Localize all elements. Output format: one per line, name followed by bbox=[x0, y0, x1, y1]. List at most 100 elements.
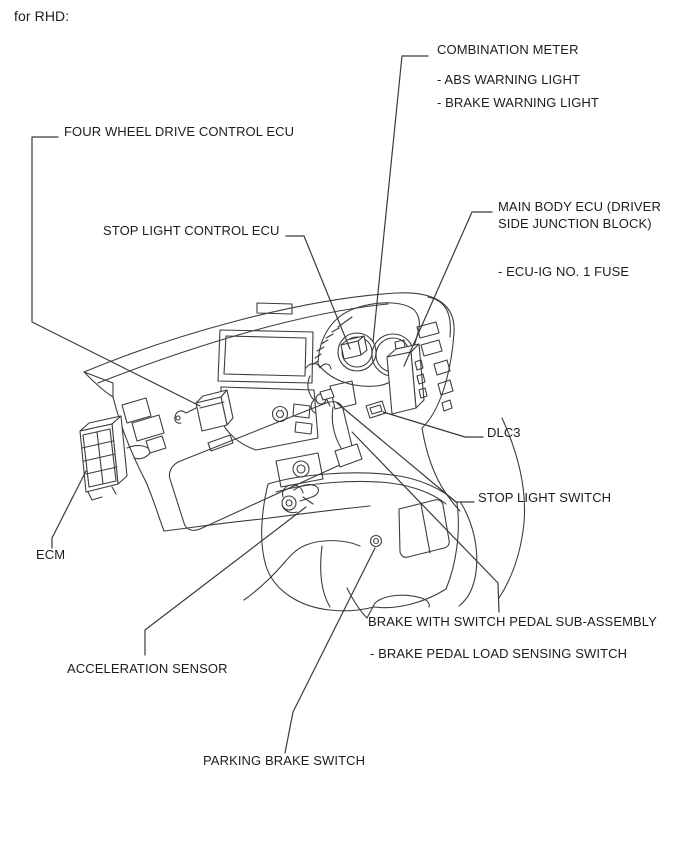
junction-block-front-face bbox=[387, 352, 416, 414]
pedal-pad bbox=[335, 444, 362, 467]
stack-screen bbox=[224, 336, 306, 376]
left-vent bbox=[122, 398, 151, 423]
cupholder bbox=[399, 500, 449, 558]
switch-body bbox=[320, 389, 334, 400]
variant-note: for RHD: bbox=[14, 8, 70, 24]
leader-ecm bbox=[52, 471, 86, 548]
ecm-grid-lines bbox=[82, 432, 117, 484]
label-brake-pedal-load-sensing-switch: - BRAKE PEDAL LOAD SENSING SWITCH bbox=[370, 646, 628, 661]
ecm-drawing bbox=[80, 416, 166, 500]
label-abs-warning-light: - ABS WARNING LIGHT bbox=[437, 72, 580, 87]
label-main-body-ecu: MAIN BODY ECU (DRIVER SIDE JUNCTION BLOC… bbox=[498, 199, 661, 231]
seat-front-edge bbox=[459, 503, 477, 606]
sensor-body bbox=[282, 496, 296, 510]
sensor-body-inner bbox=[286, 500, 292, 506]
fwd-ecu-front-face bbox=[196, 397, 227, 431]
dash-lower-edge bbox=[164, 506, 370, 531]
stop-light-control-ecu-drawing bbox=[341, 336, 367, 359]
door-edge bbox=[499, 418, 525, 598]
right-cap-vent-2 bbox=[438, 380, 453, 395]
dlc3-inner bbox=[370, 405, 382, 414]
stack-button-2 bbox=[295, 422, 312, 434]
sensor-bracket bbox=[282, 497, 313, 513]
label-dlc3: DLC3 bbox=[487, 425, 521, 440]
label-acceleration-sensor: ACCELERATION SENSOR bbox=[67, 661, 228, 676]
accelerator-pedal-sketch bbox=[347, 588, 429, 618]
slc-ecu-front-face bbox=[341, 341, 361, 359]
cluster-hood bbox=[318, 303, 419, 364]
stack-knob-inner bbox=[277, 411, 284, 418]
dash-left-tip bbox=[84, 372, 113, 397]
leader-four-wheel-drive-control-ecu bbox=[32, 137, 200, 406]
leader-lines bbox=[32, 56, 499, 753]
label-brake-with-switch-pedal-sub-assembly: BRAKE WITH SWITCH PEDAL SUB-ASSEMBLY bbox=[368, 614, 657, 629]
harness-scribble bbox=[306, 364, 331, 414]
label-four-wheel-drive-control-ecu: FOUR WHEEL DRIVE CONTROL ECU bbox=[64, 124, 295, 139]
console-front-crease bbox=[321, 546, 330, 607]
leader-parking-brake-switch bbox=[285, 548, 375, 753]
leader-main-body-ecu bbox=[404, 212, 492, 366]
pedal-arm bbox=[332, 407, 341, 448]
four-wheel-drive-control-ecu-drawing bbox=[175, 390, 233, 431]
junction-block-fuses bbox=[415, 360, 427, 398]
heater-knob-inner bbox=[297, 465, 305, 473]
glove-box-handle bbox=[208, 435, 233, 451]
right-dash-vent-2 bbox=[421, 340, 442, 356]
label-combination-meter: COMBINATION METER bbox=[437, 42, 579, 57]
dash-top-inner-edge bbox=[98, 304, 388, 383]
console-left-front bbox=[262, 484, 374, 611]
dash-right-lower-edge bbox=[422, 428, 460, 511]
console-top-edge bbox=[268, 473, 457, 503]
cupholder-divider bbox=[421, 504, 430, 553]
dash-top-edge bbox=[84, 293, 454, 428]
dlc3-body bbox=[366, 401, 386, 418]
acceleration-sensor-drawing bbox=[282, 485, 318, 513]
label-ecm: ECM bbox=[36, 547, 66, 562]
left-vent-2 bbox=[132, 415, 164, 441]
fwd-ecu-bracket bbox=[175, 408, 196, 423]
hood-hatching bbox=[312, 317, 352, 365]
leader-brake-with-switch-pedal bbox=[352, 432, 499, 612]
console-bottom-edge bbox=[374, 589, 446, 608]
stack-screen-bezel bbox=[218, 330, 313, 383]
steering-column bbox=[330, 381, 356, 409]
label-brake-warning-light: - BRAKE WARNING LIGHT bbox=[437, 95, 599, 110]
label-stop-light-control-ecu: STOP LIGHT CONTROL ECU bbox=[103, 223, 280, 238]
right-cap-vent bbox=[434, 360, 450, 375]
sensor-lever bbox=[294, 485, 318, 501]
console-right-edge bbox=[446, 503, 458, 589]
stack-lower-panel bbox=[221, 387, 318, 450]
switch-stem bbox=[327, 400, 330, 406]
leader-acceleration-sensor bbox=[145, 507, 306, 655]
heater-knob bbox=[293, 461, 309, 477]
leader-stop-light-control-ecu bbox=[286, 236, 350, 349]
ecm-connector bbox=[146, 436, 166, 453]
ecm-grid-border bbox=[83, 429, 116, 487]
label-ecu-ig-no1-fuse: - ECU-IG NO. 1 FUSE bbox=[498, 264, 630, 279]
center-stack-drawing bbox=[218, 303, 323, 487]
right-cap-vent-3 bbox=[442, 400, 452, 411]
stack-button bbox=[293, 404, 310, 418]
parking-brake-switch-knob bbox=[371, 536, 382, 547]
sensor-mount bbox=[283, 485, 303, 497]
stop-light-switch-drawing bbox=[320, 389, 334, 406]
right-dash-vent bbox=[417, 322, 439, 338]
parking-brake-switch-knob-inner bbox=[374, 539, 379, 544]
ecm-feet bbox=[88, 487, 116, 500]
junction-block-connector-top bbox=[395, 340, 405, 349]
fwd-ecu-front-line bbox=[200, 402, 224, 408]
label-stop-light-switch: STOP LIGHT SWITCH bbox=[478, 490, 612, 505]
dlc3-drawing bbox=[366, 401, 386, 418]
dash-right-cap-inner bbox=[428, 297, 450, 337]
main-body-ecu-drawing bbox=[387, 340, 427, 414]
label-parking-brake-switch: PARKING BRAKE SWITCH bbox=[203, 753, 366, 768]
fwd-ecu-screw bbox=[176, 416, 180, 420]
floor-contour bbox=[244, 541, 360, 600]
heater-panel bbox=[276, 453, 323, 487]
stack-knob bbox=[273, 407, 288, 422]
leader-dlc3 bbox=[383, 412, 483, 437]
stack-top-rect bbox=[257, 303, 292, 314]
leader-stop-light-switch bbox=[337, 403, 474, 502]
